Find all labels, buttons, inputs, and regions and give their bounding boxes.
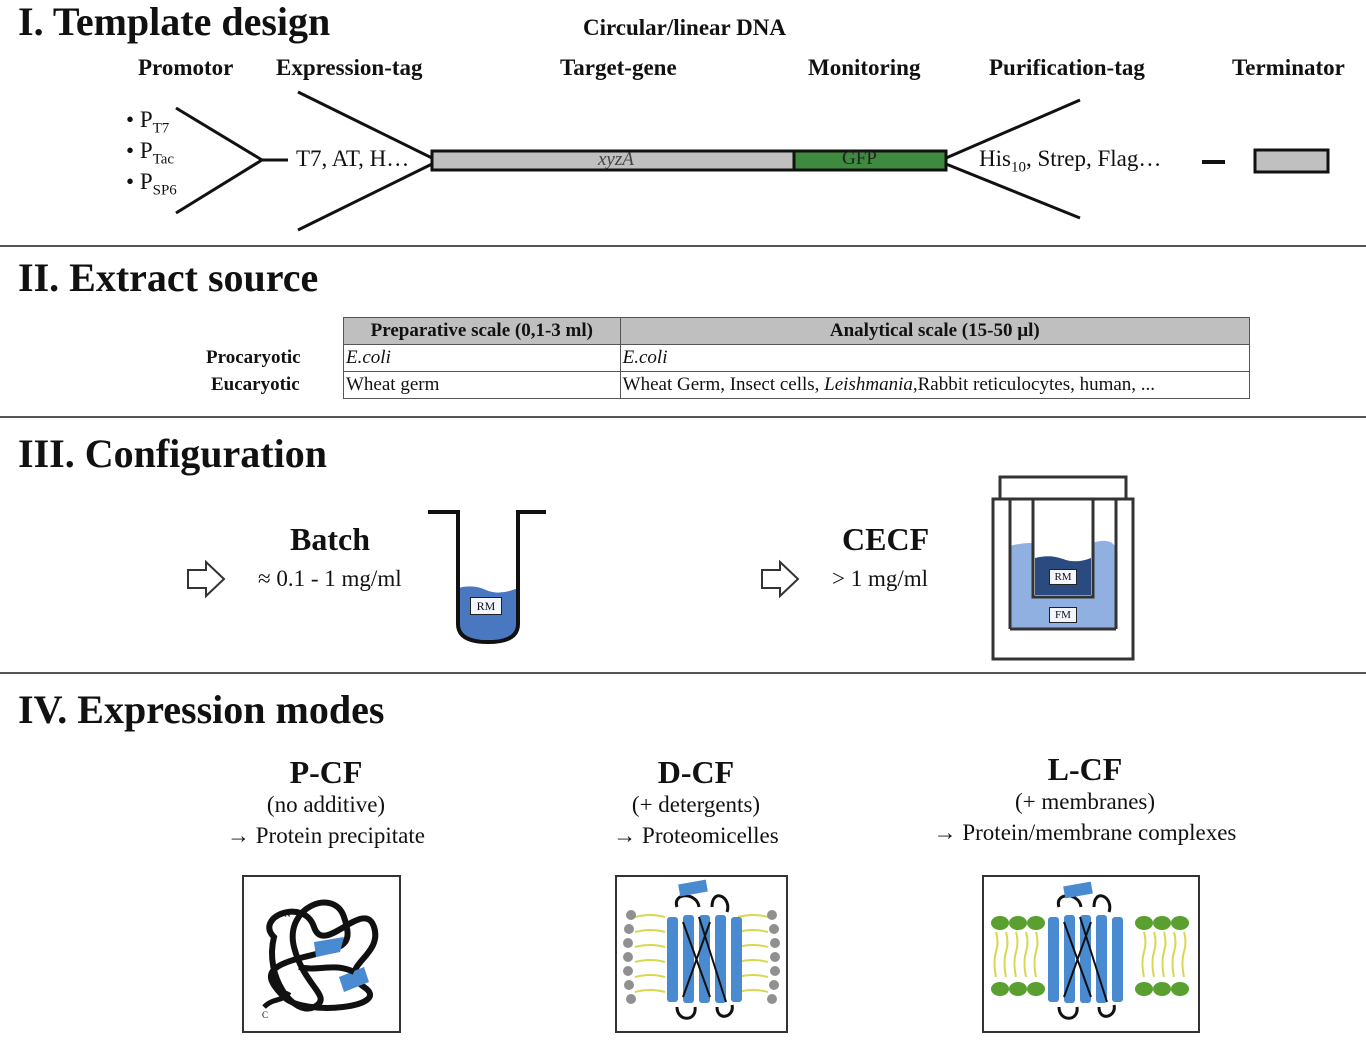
promoter-tac: • PTac bbox=[126, 138, 175, 168]
cecf-title: CECF bbox=[842, 521, 930, 557]
dna-type-label: Circular/linear DNA bbox=[583, 15, 786, 40]
mode-result-pcf: → Protein precipitate bbox=[227, 823, 425, 848]
header-expression-tag: Expression-tag bbox=[276, 55, 423, 80]
c-terminus-label: C bbox=[262, 1010, 269, 1020]
mode-title-dcf: D-CF bbox=[657, 754, 735, 790]
batch-yield: ≈ 0.1 - 1 mg/ml bbox=[258, 566, 402, 591]
proteomicelle-illustration bbox=[615, 875, 788, 1033]
section-title-configuration: III. Configuration bbox=[18, 431, 327, 476]
divider-2 bbox=[0, 416, 1366, 418]
cecf-yield: > 1 mg/ml bbox=[832, 566, 929, 591]
precipitate-illustration: N C bbox=[242, 875, 401, 1033]
expression-tag-list: T7, AT, H… bbox=[296, 146, 410, 171]
cell-procaryotic-preparative: E.coli bbox=[343, 344, 621, 372]
column-header-preparative: Preparative scale (0,1-3 ml) bbox=[343, 317, 621, 345]
header-monitoring: Monitoring bbox=[808, 55, 921, 80]
table-row: Wheat germ Wheat Germ, Insect cells, Lei… bbox=[343, 371, 1251, 399]
header-promotor: Promotor bbox=[138, 55, 234, 80]
cell-procaryotic-analytical: E.coli bbox=[619, 344, 1251, 372]
divider-1 bbox=[0, 245, 1366, 247]
mode-subtitle-pcf: (no additive) bbox=[266, 792, 386, 817]
membrane-complex-illustration bbox=[982, 875, 1200, 1033]
extract-source-table: Preparative scale (0,1-3 ml) Analytical … bbox=[343, 317, 1251, 399]
table-row: E.coli E.coli bbox=[343, 344, 1251, 372]
section-title-extract-source: II. Extract source bbox=[18, 255, 319, 300]
cell-eucaryotic-preparative: Wheat germ bbox=[343, 371, 621, 399]
cell-eucaryotic-analytical: Wheat Germ, Insect cells, Leishmania,Rab… bbox=[619, 371, 1251, 399]
cecf-rm-label: RM bbox=[1049, 569, 1077, 585]
hollow-right-arrow-icon bbox=[761, 559, 800, 599]
header-purification-tag: Purification-tag bbox=[989, 55, 1145, 80]
gfp-bar bbox=[792, 149, 948, 172]
row-label-eucaryotic: Eucaryotic bbox=[211, 374, 300, 395]
mode-result-dcf: → Proteomicelles bbox=[613, 823, 779, 848]
template-construct-diagram bbox=[175, 90, 1330, 232]
n-terminus-label: N bbox=[284, 909, 291, 919]
promoter-t7: • PT7 bbox=[126, 107, 170, 137]
batch-tube-diagram bbox=[428, 510, 546, 645]
column-header-analytical: Analytical scale (15-50 µl) bbox=[619, 317, 1251, 345]
cecf-fm-label: FM bbox=[1049, 607, 1077, 623]
terminator-box bbox=[1253, 148, 1330, 174]
header-terminator: Terminator bbox=[1232, 55, 1345, 80]
purification-tag-list: His10, Strep, Flag… bbox=[979, 146, 1162, 176]
section-title-template-design: I. Template design bbox=[18, 0, 331, 44]
batch-rm-label: RM bbox=[470, 597, 502, 615]
promoter-sp6: • PSP6 bbox=[126, 169, 177, 199]
header-target-gene: Target-gene bbox=[560, 55, 677, 80]
divider-3 bbox=[0, 672, 1366, 674]
mode-title-pcf: P-CF bbox=[289, 754, 363, 790]
mode-subtitle-lcf: (+ membranes) bbox=[1014, 789, 1156, 814]
hollow-right-arrow-icon bbox=[187, 559, 226, 599]
table-header-row: Preparative scale (0,1-3 ml) Analytical … bbox=[343, 317, 1251, 345]
mode-title-lcf: L-CF bbox=[1047, 751, 1123, 787]
mode-subtitle-dcf: (+ detergents) bbox=[631, 792, 761, 817]
gfp-label: GFP bbox=[842, 148, 877, 169]
target-gene-label: xyzA bbox=[598, 149, 634, 170]
mode-result-lcf: → Protein/membrane complexes bbox=[933, 820, 1237, 845]
row-label-procaryotic: Procaryotic bbox=[206, 347, 301, 368]
section-title-expression-modes: IV. Expression modes bbox=[18, 687, 385, 732]
batch-title: Batch bbox=[290, 521, 370, 557]
